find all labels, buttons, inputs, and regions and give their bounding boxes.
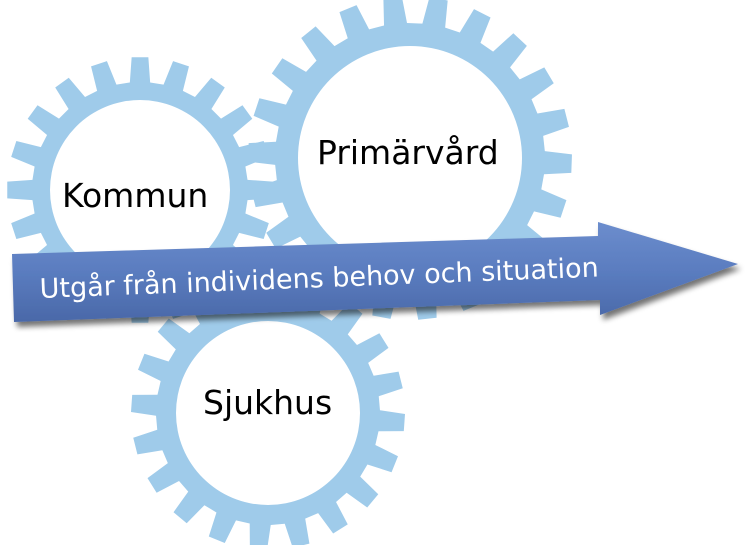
gear-label-sjukhus: Sjukhus bbox=[203, 383, 332, 422]
gear-label-primarvard: Primärvård bbox=[317, 133, 499, 172]
arrow bbox=[12, 222, 738, 322]
gear-label-kommun: Kommun bbox=[62, 176, 208, 215]
arrow-shape bbox=[12, 222, 738, 322]
gear-sjukhus bbox=[131, 276, 405, 545]
